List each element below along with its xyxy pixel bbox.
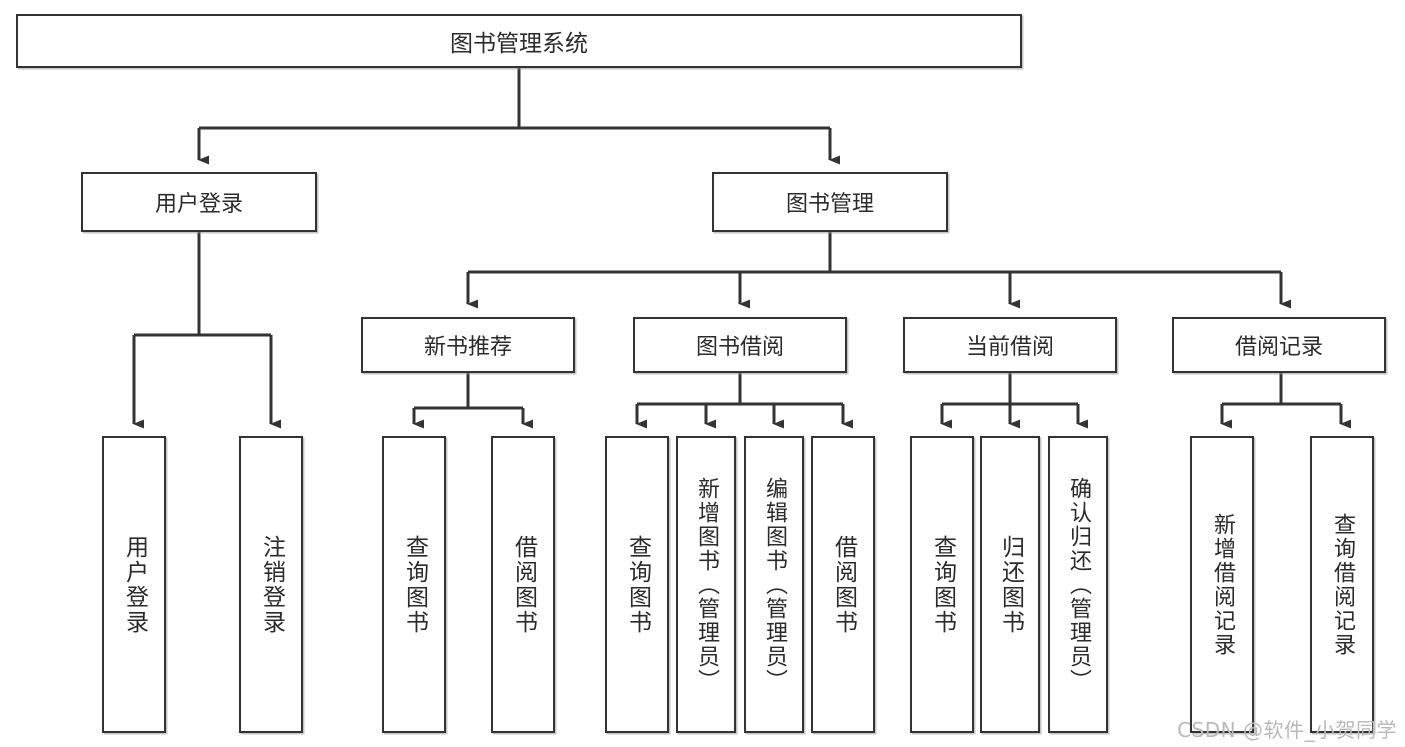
node-leaf-confirm-return[interactable]: 确认归还（管理员） [1048,436,1108,733]
node-current-borrow-label: 当前借阅 [965,335,1054,360]
node-leaf-add-book[interactable]: 新增图书（管理员） [676,436,736,733]
node-root[interactable]: 图书管理系统 [16,14,1022,68]
node-root-label: 图书管理系统 [450,31,588,57]
node-leaf-query-record[interactable]: 查询借阅记录 [1310,436,1374,733]
node-book-borrow[interactable]: 图书借阅 [633,317,847,373]
node-book-manage-label: 图书管理 [785,192,874,217]
node-leaf-add-record[interactable]: 新增借阅记录 [1190,436,1254,733]
node-new-book-recommend-label: 新书推荐 [423,335,512,360]
node-current-borrow[interactable]: 当前借阅 [903,317,1117,373]
node-leaf-return-book[interactable]: 归还图书 [980,436,1040,733]
node-leaf-borrow-book-1-label: 借阅图书 [510,534,537,635]
node-leaf-user-login-label: 用户登录 [121,534,148,635]
node-leaf-user-logout[interactable]: 注销登录 [239,436,303,733]
node-new-book-recommend[interactable]: 新书推荐 [361,317,575,373]
node-leaf-user-logout-label: 注销登录 [258,534,285,635]
node-leaf-add-book-label: 新增图书（管理员） [694,476,719,693]
node-leaf-user-login[interactable]: 用户登录 [102,436,166,733]
node-leaf-borrow-book-1[interactable]: 借阅图书 [491,436,555,733]
node-leaf-query-book-1[interactable]: 查询图书 [382,436,446,733]
node-borrow-record-label: 借阅记录 [1234,335,1323,360]
node-leaf-query-record-label: 查询借阅记录 [1330,512,1355,657]
node-user-login-label: 用户登录 [154,192,243,217]
node-book-borrow-label: 图书借阅 [695,335,784,360]
node-leaf-query-book-3[interactable]: 查询图书 [910,436,974,733]
node-user-login[interactable]: 用户登录 [81,172,317,232]
node-leaf-confirm-return-label: 确认归还（管理员） [1066,476,1091,693]
node-leaf-query-book-1-label: 查询图书 [401,534,428,635]
node-leaf-add-record-label: 新增借阅记录 [1210,512,1235,657]
node-book-manage[interactable]: 图书管理 [712,172,948,232]
node-leaf-query-book-2-label: 查询图书 [624,534,651,635]
node-leaf-query-book-3-label: 查询图书 [929,534,956,635]
node-leaf-query-book-2[interactable]: 查询图书 [605,436,669,733]
node-leaf-borrow-book-2[interactable]: 借阅图书 [811,436,875,733]
node-leaf-borrow-book-2-label: 借阅图书 [830,534,857,635]
node-leaf-edit-book-label: 编辑图书（管理员） [762,476,787,693]
node-leaf-edit-book[interactable]: 编辑图书（管理员） [744,436,804,733]
watermark-text: CSDN @软件_小贺同学 [1177,718,1397,742]
node-leaf-return-book-label: 归还图书 [997,534,1024,635]
node-borrow-record[interactable]: 借阅记录 [1172,317,1386,373]
